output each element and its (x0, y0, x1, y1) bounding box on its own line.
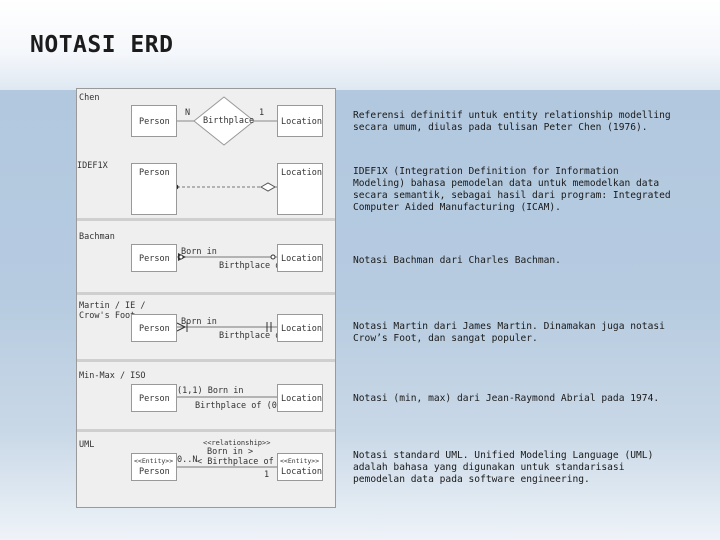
entity-person-box: Person (131, 244, 177, 272)
entity-person-box: Person (131, 163, 177, 215)
notation-name-martin: Martin / IE / (79, 301, 146, 311)
role-birthplace-of: Birthplace of (0,N) (195, 401, 293, 411)
row-separator (77, 292, 335, 295)
role-born-in: Born in > (207, 447, 254, 457)
title-bar (0, 0, 720, 90)
notation-name-min-max: Min-Max / ISO (79, 371, 146, 381)
entity-person-box: <<Entity>> Person (131, 453, 177, 481)
entity-location-box: Location (277, 105, 323, 137)
slide-title: NOTASI ERD (30, 32, 174, 58)
description-idef1x: IDEF1X (Integration Definition for Infor… (353, 166, 671, 213)
role-birthplace-of: < Birthplace of (197, 457, 274, 467)
cardinality-1: 1 (259, 108, 265, 118)
notation-name-chen: Chen (79, 93, 100, 103)
notation-name-bachman: Bachman (79, 232, 115, 242)
entity-location-box: Location (277, 163, 323, 215)
role-birthplace-of: Birthplace of (219, 261, 286, 271)
description-martin: Notasi Martin dari James Martin. Dinamak… (353, 321, 665, 344)
notation-lines (173, 96, 277, 468)
multiplicity-right: 1 (264, 470, 270, 480)
role-born-in: Born in (181, 247, 217, 257)
entity-location-box: Location (277, 244, 323, 272)
entity-person-box: Person (131, 105, 177, 137)
role-born-in: Born in (181, 317, 217, 327)
entity-location-box: Location (277, 384, 323, 412)
cardinality-n: N (185, 108, 191, 118)
multiplicity-left: 0..N (177, 455, 198, 465)
row-separator (77, 359, 335, 362)
description-bachman: Notasi Bachman dari Charles Bachman. (353, 255, 561, 266)
notation-name-crows-foot: Crow's Foot (79, 311, 136, 321)
notation-name-uml: UML (79, 440, 95, 450)
role-birthplace-of: Birthplace of (219, 331, 286, 341)
notation-name-idef1x: IDEF1X (77, 161, 108, 171)
role-born-in: (1,1) Born in (177, 386, 244, 396)
relationship-name: Birthplace (203, 116, 255, 126)
description-uml: Notasi standard UML. Unified Modeling La… (353, 450, 654, 485)
description-min-max: Notasi (min, max) dari Jean-Raymond Abri… (353, 393, 660, 404)
description-chen: Referensi definitif untuk entity relatio… (353, 110, 671, 133)
relationship-stereotype: <<relationship>> (203, 439, 271, 447)
entity-person-box: Person (131, 314, 177, 342)
erd-notation-diagram: Chen Person N Birthplace 1 Location IDEF… (76, 88, 336, 508)
entity-location-box: <<Entity>> Location (277, 453, 323, 481)
entity-location-box: Location (277, 314, 323, 342)
entity-person-box: Person (131, 384, 177, 412)
row-separator (77, 429, 335, 432)
row-separator (77, 218, 335, 221)
